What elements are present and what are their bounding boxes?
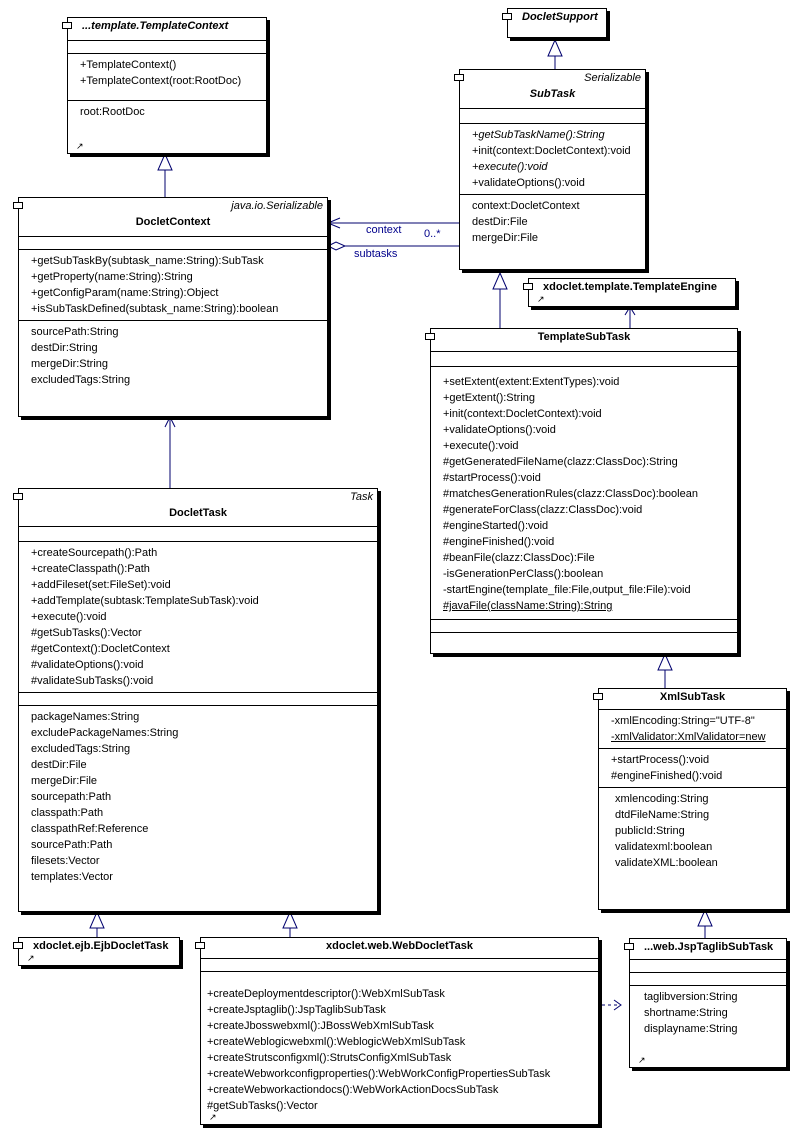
class-title: SubTask bbox=[529, 88, 576, 100]
class-title: TemplateSubTask bbox=[537, 331, 631, 343]
multiplicity-label: 0..* bbox=[424, 228, 441, 240]
package-tab-icon bbox=[425, 333, 435, 340]
class-title: ...web.JspTaglibSubTask bbox=[644, 941, 774, 953]
class-template-context[interactable]: ...template.TemplateContext +TemplateCon… bbox=[62, 17, 267, 154]
class-template-subtask[interactable]: TemplateSubTask +setExtent(extent:Extent… bbox=[425, 328, 738, 654]
context-label: context bbox=[366, 224, 402, 236]
link-corner-icon: ↗ bbox=[638, 1055, 646, 1065]
link-corner-icon: ↗ bbox=[27, 953, 35, 963]
package-tab-icon bbox=[13, 493, 23, 500]
class-doclet-task[interactable]: Task DocletTask +createSourcepath():Path… bbox=[13, 488, 378, 912]
methods-section: +getSubTaskBy(subtask_name:String):SubTa… bbox=[19, 249, 327, 320]
subtasks-label: subtasks bbox=[354, 248, 398, 260]
attributes-section: xmlencoding:String dtdFileName:String pu… bbox=[599, 787, 786, 874]
attributes-section: root:RootDoc bbox=[68, 100, 266, 123]
class-title: xdoclet.web.WebDocletTask bbox=[326, 940, 473, 952]
class-doclet-support[interactable]: DocletSupport bbox=[502, 8, 607, 38]
class-template-engine[interactable]: xdoclet.template.TemplateEngine ↗ bbox=[523, 278, 736, 307]
class-title: XmlSubTask bbox=[659, 691, 726, 703]
class-web-doclet-task[interactable]: xdoclet.web.WebDocletTask +createDeploym… bbox=[195, 937, 599, 1125]
attributes-section: taglibversion:String shortname:String di… bbox=[630, 985, 786, 1040]
fields-section: -xmlEncoding:String="UTF-8" -xmlValidato… bbox=[599, 709, 786, 748]
package-tab-icon bbox=[195, 942, 205, 949]
package-tab-icon bbox=[624, 943, 634, 950]
stereotype: Serializable bbox=[584, 72, 641, 84]
package-tab-icon bbox=[13, 942, 23, 949]
methods-section: +setExtent(extent:ExtentTypes):void +get… bbox=[431, 366, 737, 619]
link-corner-icon: ↗ bbox=[209, 1112, 217, 1122]
class-title: DocletTask bbox=[169, 507, 227, 519]
methods-section: +startProcess():void #engineFinished():v… bbox=[599, 748, 786, 787]
link-corner-icon: ↗ bbox=[537, 294, 545, 304]
package-tab-icon bbox=[593, 693, 603, 700]
class-title: DocletSupport bbox=[522, 11, 598, 23]
class-title: xdoclet.ejb.EjbDocletTask bbox=[33, 940, 169, 952]
class-jsp-taglib-subtask[interactable]: ...web.JspTaglibSubTask taglibversion:St… bbox=[624, 938, 787, 1068]
attributes-section: packageNames:String excludePackageNames:… bbox=[19, 705, 377, 888]
class-ejb-doclet-task[interactable]: xdoclet.ejb.EjbDocletTask ↗ bbox=[13, 937, 180, 966]
attributes-section: context:DocletContext destDir:File merge… bbox=[460, 194, 645, 249]
methods-section: +createDeploymentdescriptor():WebXmlSubT… bbox=[201, 971, 598, 1117]
class-subtask[interactable]: Serializable SubTask +getSubTaskName():S… bbox=[454, 69, 646, 270]
package-tab-icon bbox=[62, 22, 72, 29]
class-title: DocletContext bbox=[135, 216, 211, 228]
methods-section: +TemplateContext() +TemplateContext(root… bbox=[68, 53, 266, 100]
class-xml-subtask[interactable]: XmlSubTask -xmlEncoding:String="UTF-8" -… bbox=[593, 688, 787, 910]
methods-section: +getSubTaskName():String +init(context:D… bbox=[460, 123, 645, 194]
stereotype: Task bbox=[350, 491, 373, 503]
package-tab-icon bbox=[13, 202, 23, 209]
attributes-section: sourcePath:String destDir:String mergeDi… bbox=[19, 320, 327, 391]
class-title: xdoclet.template.TemplateEngine bbox=[543, 281, 718, 293]
package-tab-icon bbox=[454, 74, 464, 81]
package-tab-icon bbox=[523, 283, 533, 290]
package-tab-icon bbox=[502, 13, 512, 20]
class-title: ...template.TemplateContext bbox=[82, 20, 229, 32]
stereotype: java.io.Serializable bbox=[231, 200, 323, 212]
link-corner-icon: ↗ bbox=[76, 141, 84, 151]
methods-section: +createSourcepath():Path +createClasspat… bbox=[19, 541, 377, 692]
class-doclet-context[interactable]: java.io.Serializable DocletContext +getS… bbox=[13, 197, 328, 417]
